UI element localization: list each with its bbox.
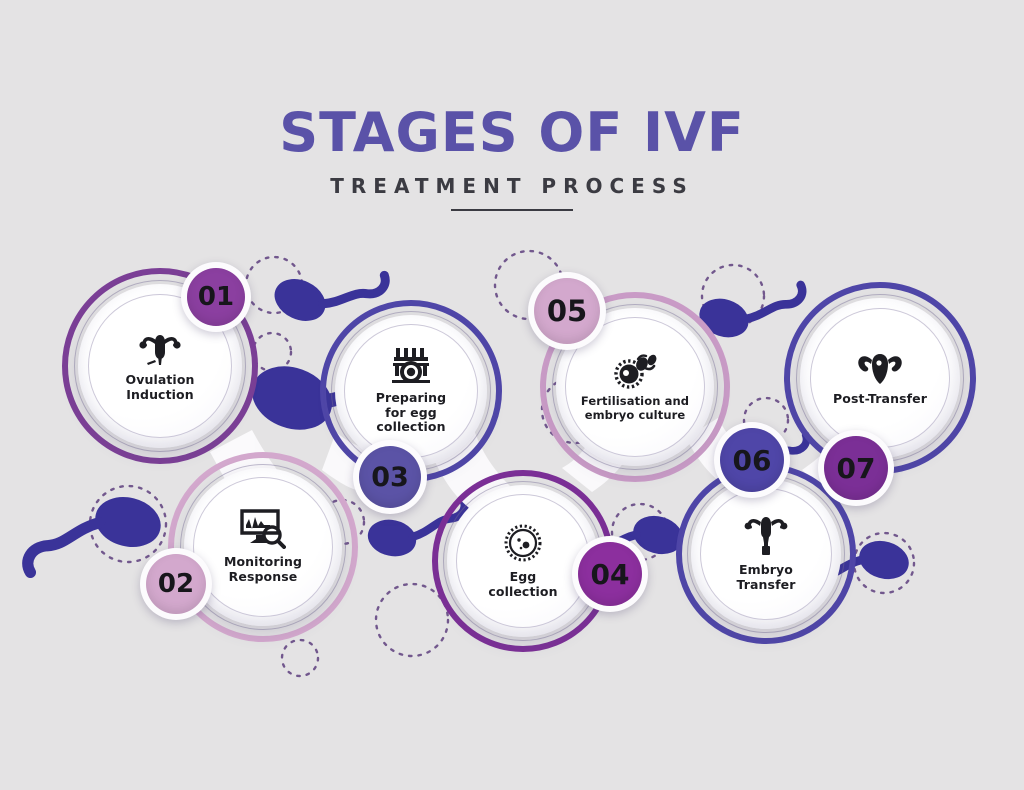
stage-badge-wrap-02[interactable]: 02	[140, 548, 212, 620]
stage-badge-05[interactable]: 05	[534, 278, 600, 344]
stage-face-03: Preparing for egg collection	[344, 324, 478, 458]
stage-node-04[interactable]: Egg collection 04	[432, 470, 648, 652]
stage-ring-05	[540, 292, 730, 482]
embryo-transfer-icon	[744, 517, 788, 556]
stage-face-07: Post-Transfer	[810, 308, 950, 448]
stage-badge-wrap-03[interactable]: 03	[353, 440, 427, 514]
stage-badge-07[interactable]: 07	[824, 436, 888, 500]
stage-node-02[interactable]: Monitoring Response 02	[140, 452, 358, 642]
stage-face-04: Egg collection	[456, 494, 590, 628]
fertilisation-icon	[614, 354, 657, 390]
stage-badge-04[interactable]: 04	[578, 542, 642, 606]
stage-label-01: Ovulation Induction	[125, 372, 195, 402]
stage-badge-03[interactable]: 03	[359, 446, 421, 508]
stage-label-06: Embryo Transfer	[736, 562, 796, 592]
monitor-magnifier-icon	[240, 509, 286, 550]
title-underline	[451, 209, 573, 211]
stage-label-07: Post-Transfer	[833, 390, 927, 406]
stage-badge-wrap-06[interactable]: 06	[714, 422, 790, 498]
page-subtitle: TREATMENT PROCESS	[330, 174, 694, 198]
stage-label-04: Egg collection	[488, 569, 558, 599]
lab-centrifuge-icon	[392, 347, 430, 383]
stage-label-05: Fertilisation and embryo culture	[580, 394, 690, 422]
uterus-icon	[139, 335, 181, 366]
stage-label-03: Preparing for egg collection	[375, 389, 447, 435]
stage-face-06: Embryo Transfer	[700, 488, 832, 620]
stage-badge-01[interactable]: 01	[187, 268, 245, 326]
stage-ring-02	[168, 452, 358, 642]
stage-badge-06[interactable]: 06	[720, 428, 784, 492]
stage-node-07[interactable]: Post-Transfer 07	[784, 282, 976, 506]
stage-ring-thin-01	[74, 280, 246, 452]
page-title: STAGES OF IVF	[279, 101, 745, 164]
stage-node-01[interactable]: Ovulation Induction 01	[62, 262, 258, 464]
stage-node-03[interactable]: Preparing for egg collection 03	[320, 300, 502, 514]
stage-node-06[interactable]: Embryo Transfer 06	[676, 422, 856, 644]
stage-ring-thin-05	[552, 304, 718, 470]
stage-node-05[interactable]: Fertilisation and embryo culture 05	[528, 272, 730, 482]
stage-face-02: Monitoring Response	[193, 477, 333, 617]
stage-badge-wrap-05[interactable]: 05	[528, 272, 606, 350]
stage-badge-02[interactable]: 02	[146, 554, 206, 614]
stage-ring-01	[62, 268, 258, 464]
ovum-icon	[504, 524, 542, 562]
header-block: STAGES OF IVF TREATMENT PROCESS	[0, 106, 1024, 211]
uterus-filled-icon	[858, 353, 902, 384]
stage-badge-wrap-04[interactable]: 04	[572, 536, 648, 612]
stage-label-02: Monitoring Response	[223, 554, 303, 584]
stage-badge-wrap-01[interactable]: 01	[181, 262, 251, 332]
stage-ring-thin-02	[180, 464, 346, 630]
stage-badge-wrap-07[interactable]: 07	[818, 430, 894, 506]
